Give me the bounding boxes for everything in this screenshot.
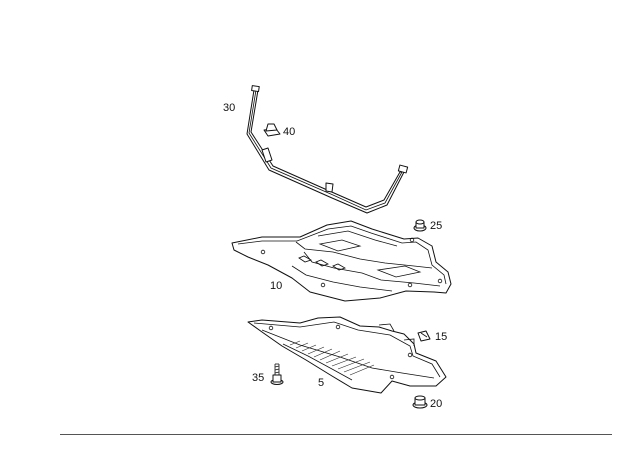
callout-label-35: 35 — [252, 372, 264, 384]
callout-label-15: 15 — [435, 331, 447, 343]
underguard-panel-part-10[interactable] — [231, 220, 452, 302]
nut-clip-part-40[interactable] — [263, 123, 281, 137]
bolt-part-35[interactable] — [270, 363, 284, 385]
footer-divider — [60, 434, 612, 435]
callout-label-5: 5 — [318, 377, 324, 389]
grommet-part-25[interactable] — [413, 219, 427, 232]
support-tube-part-30[interactable] — [246, 85, 409, 214]
callout-label-10: 10 — [270, 280, 282, 292]
callout-label-30: 30 — [223, 102, 235, 114]
grommet-part-20[interactable] — [412, 395, 428, 409]
clip-part-15[interactable] — [417, 330, 431, 342]
callout-label-25: 25 — [430, 220, 442, 232]
callout-label-20: 20 — [430, 398, 442, 410]
skid-plate-part-5[interactable] — [247, 316, 447, 394]
callout-label-40: 40 — [283, 126, 295, 138]
